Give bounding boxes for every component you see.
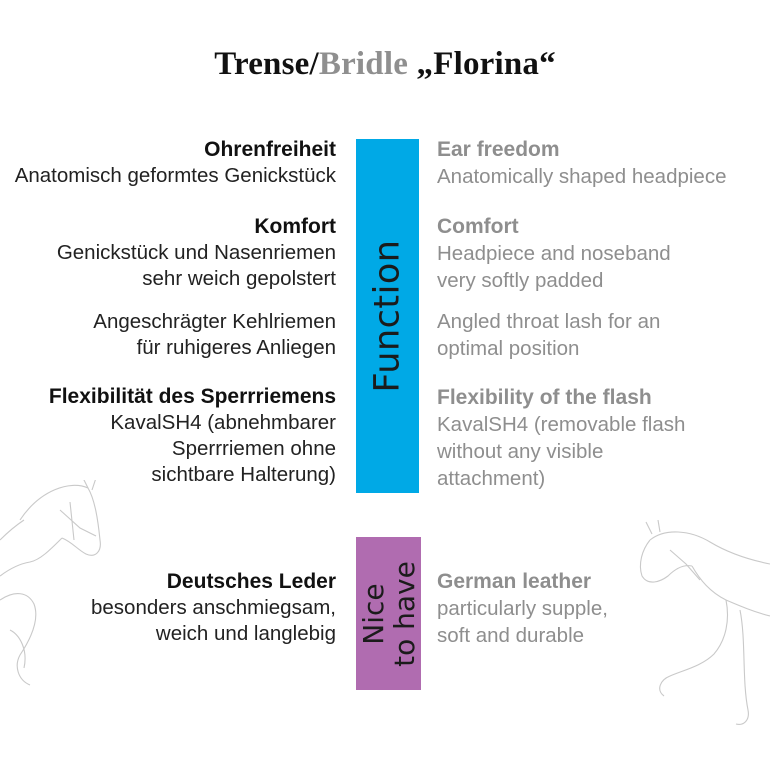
german-heading: Komfort [254, 215, 336, 238]
german-line: Angeschrägter Kehlriemen [93, 310, 336, 333]
german-line: weich und langlebig [155, 622, 336, 645]
english-line: soft and durable [437, 624, 585, 647]
english-line: Headpiece and noseband [437, 242, 671, 265]
english-heading: Flexibility of the flash [437, 386, 652, 409]
english-line: Angled throat lash for an [437, 310, 661, 333]
english-item-ear-freedom: Ear freedom Anatomically shaped headpiec… [437, 136, 726, 190]
german-line: sehr weich gepolstert [142, 267, 336, 290]
title-german: Trense/ [214, 46, 319, 82]
horse-sketch-right [639, 520, 770, 725]
title-product: „Florina“ [408, 46, 556, 82]
german-line: Anatomisch geformtes Genickstück [14, 164, 336, 187]
horse-sketch-left [0, 480, 101, 686]
german-item-ear-freedom: Ohrenfreiheit Anatomisch geformtes Genic… [15, 137, 336, 189]
title-english: Bridle [318, 46, 409, 82]
german-line: sichtbare Halterung) [151, 463, 336, 486]
german-item-leather: Deutsches Leder besonders anschmiegsam, … [91, 569, 336, 647]
german-line: besonders anschmiegsam, [91, 596, 336, 619]
english-line: very softly padded [437, 269, 604, 292]
nice-to-have-bar: Nice to have [356, 537, 421, 690]
function-bar: Function [356, 139, 419, 493]
english-item-throat-lash: Angled throat lash for an optimal positi… [437, 308, 660, 362]
german-heading: Deutsches Leder [166, 570, 336, 593]
nice-label-line1: Nice [356, 582, 390, 645]
english-line: optimal position [437, 337, 580, 360]
german-line: Genickstück und Nasenriemen [56, 241, 336, 264]
german-heading: Ohrenfreiheit [204, 138, 336, 161]
page-title: Trense/Bridle „Florina“ [0, 46, 770, 83]
german-item-throat-lash: Angeschrägter Kehlriemen für ruhigeres A… [93, 309, 336, 361]
german-heading: Flexibilität des Sperrriemens [48, 385, 336, 408]
english-line: Anatomically shaped headpiece [437, 165, 727, 188]
english-line: attachment) [437, 467, 546, 490]
nice-label-line2: to have [387, 560, 421, 667]
english-heading: German leather [437, 570, 592, 593]
german-line: KavalSH4 (abnehmbarer [110, 411, 336, 434]
english-heading: Ear freedom [437, 138, 560, 161]
english-item-comfort: Comfort Headpiece and noseband very soft… [437, 213, 671, 294]
english-heading: Comfort [437, 215, 519, 238]
english-line: without any visible [437, 440, 604, 463]
german-line: Sperrriemen ohne [171, 437, 336, 460]
english-line: particularly supple, [437, 597, 608, 620]
english-item-leather: German leather particularly supple, soft… [437, 568, 608, 649]
nice-to-have-label: Nice to have [356, 560, 421, 667]
german-item-flash: Flexibilität des Sperrriemens KavalSH4 (… [49, 384, 336, 488]
german-item-comfort: Komfort Genickstück und Nasenriemen sehr… [57, 214, 336, 292]
function-label: Function [367, 239, 408, 393]
english-item-flash: Flexibility of the flash KavalSH4 (remov… [437, 384, 685, 492]
german-line: für ruhigeres Anliegen [136, 336, 336, 359]
english-line: KavalSH4 (removable flash [437, 413, 686, 436]
